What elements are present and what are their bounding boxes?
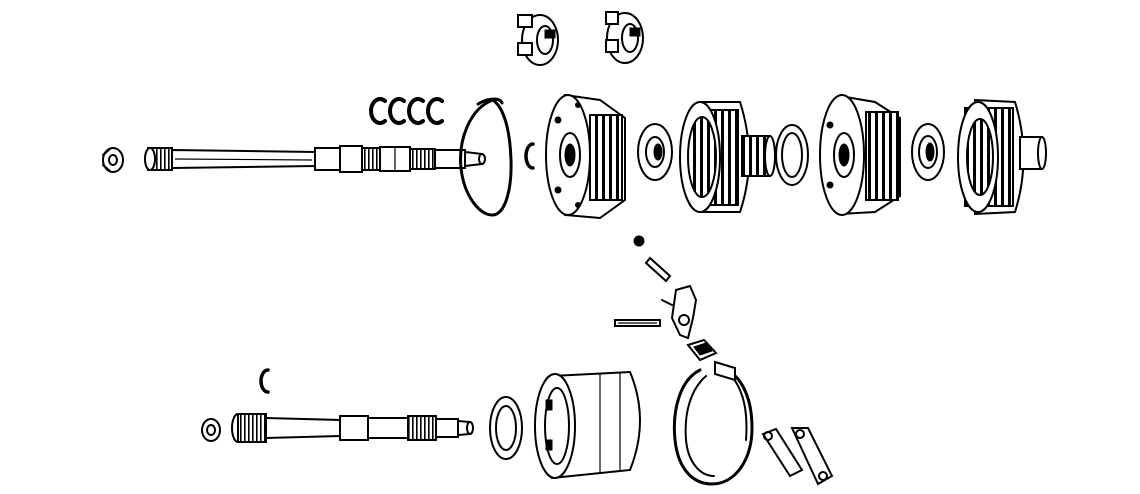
straight-pin bbox=[614, 319, 661, 327]
thrust-bearing-1 bbox=[637, 123, 673, 181]
shaft-end-nut-bottom bbox=[201, 418, 221, 442]
ring-gear-drum-1 bbox=[679, 101, 776, 213]
small-c-clip bbox=[524, 142, 535, 170]
planet-carrier-rear bbox=[819, 94, 901, 216]
small-snap-ring-bottom bbox=[259, 368, 270, 394]
planet-carrier-front bbox=[545, 93, 626, 220]
flat-washer-bottom bbox=[489, 396, 523, 460]
ring-gear-drum-2 bbox=[957, 98, 1047, 216]
large-snap-ring bbox=[459, 97, 513, 217]
shift-lever bbox=[661, 284, 698, 340]
snap-rings-set bbox=[369, 97, 444, 125]
lever-block bbox=[686, 338, 718, 362]
thrust-bearing-2 bbox=[911, 123, 945, 181]
shaft-end-nut bbox=[102, 147, 124, 173]
output-shaft-bottom bbox=[231, 413, 474, 443]
band-strut-link bbox=[761, 427, 834, 486]
tab-washer-left bbox=[517, 14, 559, 66]
flat-washer-top bbox=[775, 124, 809, 186]
clutch-drum bbox=[534, 370, 641, 480]
main-shaft-top bbox=[144, 145, 486, 173]
detent-ball bbox=[633, 235, 645, 247]
brake-band bbox=[672, 360, 754, 486]
tab-washer-right bbox=[605, 11, 644, 64]
spring-pin bbox=[644, 256, 672, 283]
